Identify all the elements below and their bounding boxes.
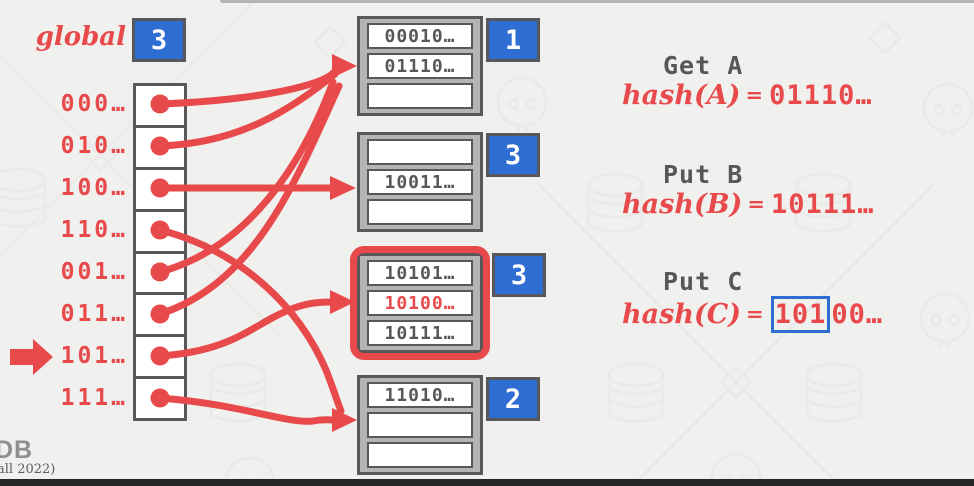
equals-sign: = — [745, 82, 764, 107]
bucket-slot: 10011… — [367, 169, 473, 195]
arrowhead-bucket-4 — [332, 408, 357, 432]
arrowhead-bucket-3 — [330, 290, 355, 314]
arrowhead-bucket-2 — [330, 176, 356, 200]
global-depth-label: global — [35, 22, 126, 52]
directory-entry-label: 101… — [60, 343, 128, 369]
bucket-slot — [367, 83, 473, 109]
watermark-skull-icon — [919, 292, 971, 350]
top-divider-line — [220, 0, 974, 3]
bucket-slot — [367, 412, 473, 438]
hash-value-b: 10111… — [770, 189, 875, 220]
watermark-diamond-icon — [313, 25, 347, 59]
directory-slot — [136, 250, 184, 293]
bucket-4: 11010… — [357, 375, 483, 475]
directory-slot — [136, 166, 184, 209]
directory-slot — [136, 86, 184, 125]
bucket-1: 00010… 01110… — [357, 16, 483, 116]
bucket-slot: 00010… — [367, 23, 473, 49]
bucket-4-local-depth: 2 — [486, 377, 540, 421]
directory-entry-label: 001… — [60, 259, 128, 285]
directory-slot — [136, 376, 184, 418]
equals-sign: = — [746, 301, 764, 326]
watermark-database-icon — [805, 362, 863, 423]
watermark-skull-icon — [922, 82, 974, 140]
directory-entry-label: 011… — [60, 301, 128, 327]
directory-slot — [136, 334, 184, 376]
watermark-diagonal-lines — [534, 180, 938, 486]
watermark-database-icon — [607, 362, 665, 423]
hash-value-c-prefix-boxed: 101 — [770, 296, 831, 333]
bucket-slot: 11010… — [367, 382, 473, 408]
watermark-skull-icon — [496, 76, 548, 134]
directory-entry-label: 111… — [60, 385, 128, 411]
bucket-slot-new-entry: 10100… — [367, 290, 473, 316]
bucket-3-local-depth: 3 — [492, 253, 546, 297]
directory-entry-label: 010… — [60, 133, 128, 159]
bucket-2: 10011… — [357, 132, 483, 232]
watermark-database-icon — [209, 362, 267, 423]
watermark-diamond-icon — [719, 365, 753, 399]
bucket-1-local-depth: 1 — [486, 18, 540, 62]
operation-put-b: Put B — [663, 160, 744, 189]
arrow-110-to-bucket-4 — [156, 226, 345, 415]
hash-function-a: hash(A) — [622, 80, 741, 111]
operation-put-c: Put C — [663, 267, 744, 296]
equals-sign: = — [747, 191, 765, 216]
bucket-slot: 01110… — [367, 53, 473, 79]
course-term-caption: all 2022) — [0, 462, 56, 477]
bucket-slot: 10111… — [367, 320, 473, 346]
hash-value-a: 01110… — [769, 80, 873, 111]
arrowhead-bucket-1 — [332, 54, 357, 78]
hash-function-b: hash(B) — [622, 189, 743, 220]
hash-result-a: hash(A)=01110… — [622, 80, 873, 111]
bucket-slot — [367, 139, 473, 165]
operation-get-a: Get A — [663, 51, 744, 80]
directory-entry-label: 100… — [60, 175, 128, 201]
hash-directory — [133, 83, 187, 421]
directory-entry-label: 110… — [60, 217, 128, 243]
bucket-3: 10101… 10100… 10111… — [357, 253, 483, 353]
hash-function-c: hash(C) — [622, 299, 741, 330]
bucket-2-local-depth: 3 — [486, 133, 540, 177]
bottom-bar — [0, 479, 974, 486]
directory-entry-label: 000… — [60, 91, 128, 117]
global-depth-value: 3 — [132, 18, 186, 62]
directory-slot — [136, 124, 184, 167]
bucket-slot — [367, 199, 473, 225]
hash-value-c-rest: 00… — [831, 299, 884, 330]
cmu-db-logo: DB — [0, 436, 34, 464]
watermark-diamond-icon — [868, 21, 902, 55]
hash-result-b: hash(B)=10111… — [622, 189, 874, 220]
bucket-slot: 10101… — [367, 260, 473, 286]
bucket-slot — [367, 442, 473, 468]
directory-slot — [136, 208, 184, 251]
directory-slot — [136, 292, 184, 334]
